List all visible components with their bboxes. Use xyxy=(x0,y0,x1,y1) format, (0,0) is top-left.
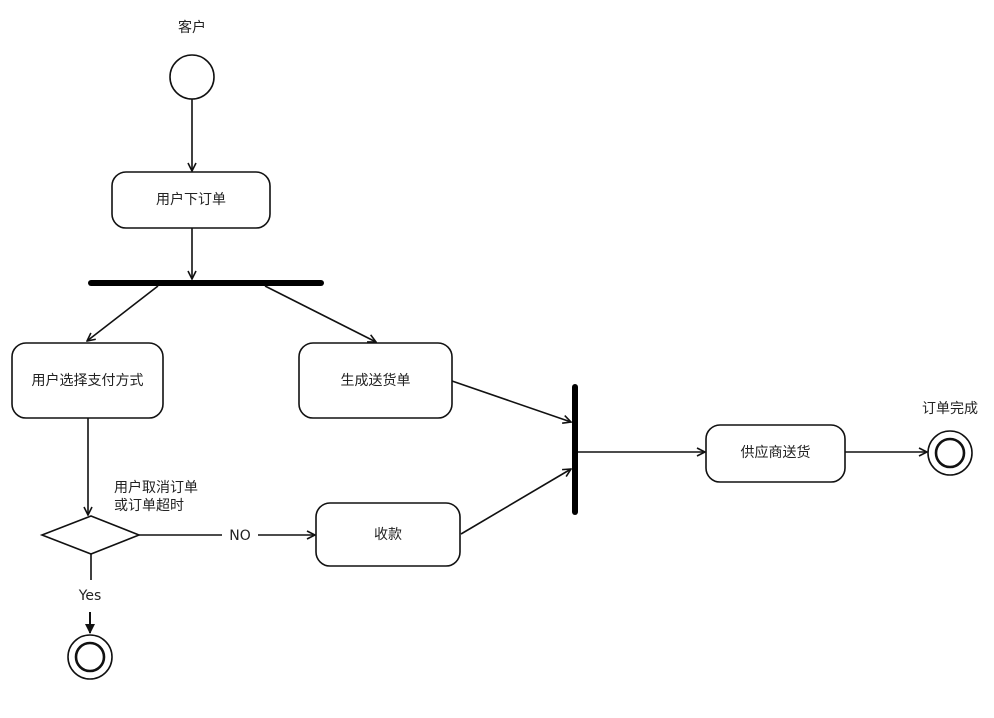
decision-diamond xyxy=(39,515,142,555)
edge-collect-to-join xyxy=(460,469,571,535)
yes-branch-label: Yes xyxy=(78,588,102,604)
final-node-complete-inner xyxy=(934,437,966,469)
edge-delivery-to-join xyxy=(451,380,571,422)
label-choose-payment: 用户选择支付方式 xyxy=(31,373,144,389)
edge-fork-to-delivery xyxy=(264,285,376,342)
no-branch-label: NO xyxy=(229,528,251,544)
final-node-cancel-inner xyxy=(74,641,106,673)
label-generate-delivery: 生成送货单 xyxy=(340,373,411,389)
activity-generate-delivery xyxy=(298,342,453,419)
final-label: 订单完成 xyxy=(922,401,978,417)
label-place-order: 用户下订单 xyxy=(156,192,226,208)
swimlane-label: 客户 xyxy=(178,20,206,36)
label-supplier-ship: 供应商送货 xyxy=(740,445,811,461)
decision-condition-label: 用户取消订单 或订单超时 xyxy=(114,480,198,514)
initial-node xyxy=(169,54,215,100)
label-collect-payment: 收款 xyxy=(374,527,402,543)
edge-fork-to-payment xyxy=(87,285,159,341)
activity-collect-payment xyxy=(315,502,461,567)
activity-place-order xyxy=(111,171,271,229)
activity-supplier-ship xyxy=(705,424,846,483)
